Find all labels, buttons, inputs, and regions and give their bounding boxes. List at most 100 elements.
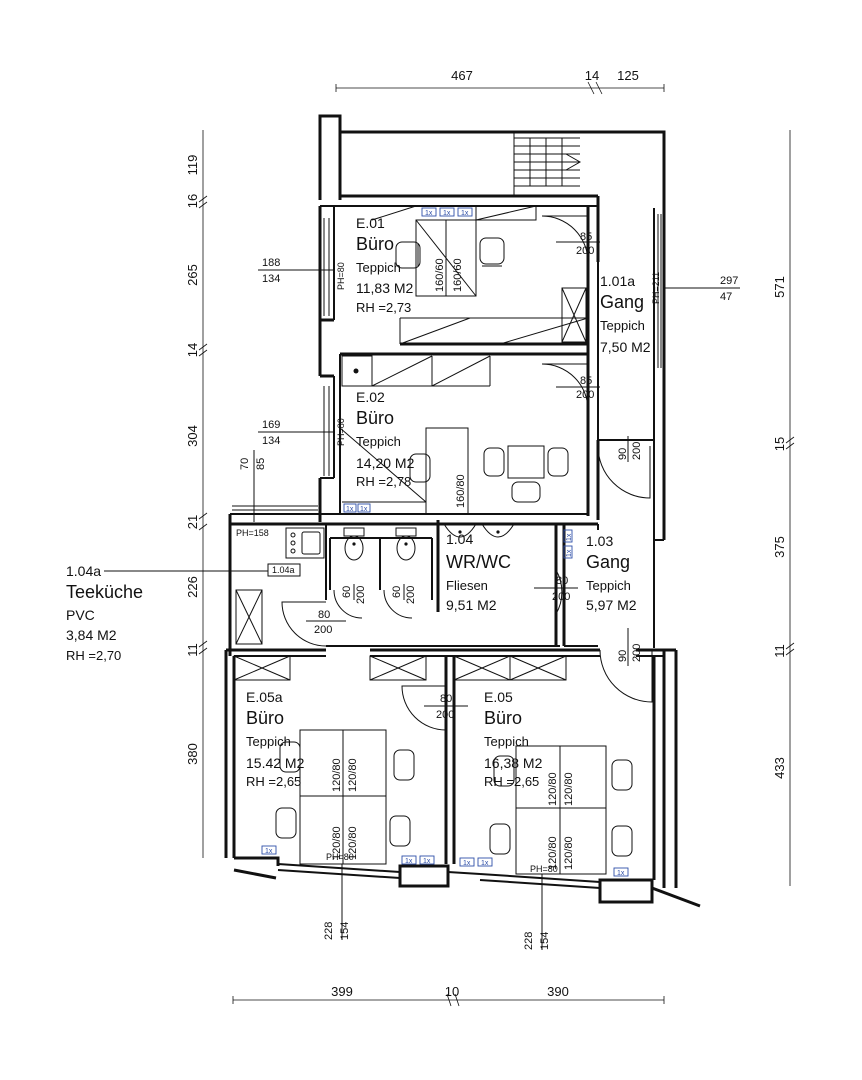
table: [507, 445, 545, 479]
windows: [232, 214, 662, 511]
room-e01: E.01 Büro Teppich 11,83 M2 RH =2,73 PH=8…: [258, 205, 589, 345]
door-width: 60: [391, 586, 403, 598]
chair-icon: [395, 241, 421, 269]
window-dim: 134: [262, 273, 280, 285]
window-height: PH=211: [651, 272, 661, 304]
window-height: PH=80: [336, 418, 346, 446]
chair-icon: [511, 481, 541, 503]
room-e05a: E.05a Büro Teppich 15.42 M2 RH =2,65 120…: [233, 655, 435, 940]
outlet-tag: 1x: [405, 858, 413, 865]
room-tag: 1.04a: [272, 565, 295, 575]
dim-label: 226: [185, 576, 200, 598]
room-name: Teeküche: [66, 582, 143, 602]
room-name: Gang: [600, 292, 644, 312]
chair-icon: [611, 759, 633, 791]
room-name: Büro: [356, 234, 394, 254]
room-height: RH =2,65: [484, 774, 539, 789]
desk-size: 120/80: [563, 772, 575, 806]
room-101a: 1.01a Gang Teppich 7,50 M2 PH=211 297 47: [600, 272, 740, 355]
dim-label: 15: [772, 437, 787, 451]
window-dim: 297: [720, 275, 738, 287]
chair-icon: [479, 237, 505, 267]
chair-icon: [483, 447, 505, 477]
room-height: RH =2,78: [356, 474, 411, 489]
dim-label: 125: [617, 68, 639, 83]
desk: [515, 745, 607, 875]
sink-icon: [285, 527, 325, 559]
room-104a: 1.04a Teeküche PVC 3,84 M2 RH =2,70 1.04…: [66, 450, 325, 663]
door-width: 80: [440, 693, 452, 705]
dim-label: 119: [185, 155, 200, 176]
outlet-tag: 1x: [566, 549, 573, 557]
door-height: 200: [631, 442, 643, 460]
desk-size: 120/80: [347, 826, 359, 860]
door-width: 80: [318, 609, 330, 621]
dim-label: 304: [185, 425, 200, 447]
cabinet: [561, 287, 587, 343]
window-dim: 169: [262, 419, 280, 431]
window-dim: 188: [262, 257, 280, 269]
dim-label: 380: [185, 743, 200, 765]
room-id: E.05: [484, 689, 513, 705]
dim-label: 21: [185, 515, 200, 529]
room-floor: Teppich: [356, 434, 401, 449]
dim-label: 433: [772, 757, 787, 779]
door-height: 200: [314, 624, 332, 636]
walls: [224, 114, 701, 908]
door-d2: 85 200: [541, 363, 600, 411]
toilet-icon: [395, 527, 417, 561]
chair-icon: [389, 815, 411, 847]
room-floor: Teppich: [246, 734, 291, 749]
door-width: 90: [617, 448, 629, 460]
desk-size: 160/60: [434, 258, 446, 292]
cabinet: [235, 589, 263, 645]
desk-size: 120/80: [331, 758, 343, 792]
door-d8: 90 200: [599, 628, 653, 703]
dim-label: 375: [772, 536, 787, 558]
window-dim: 47: [720, 291, 732, 303]
desk-size: 120/80: [331, 826, 343, 860]
desk-size: 160/80: [455, 474, 467, 508]
window-dim: 70: [239, 458, 251, 470]
dimension-bottom: 399 10 390: [232, 984, 665, 1007]
room-id: 1.04a: [66, 563, 101, 579]
dimension-left: 119 16 265 14 304 21 226 11 380: [185, 130, 208, 858]
outlet-tag: 1x: [461, 210, 469, 217]
desk-size: 120/80: [563, 836, 575, 870]
door-d1: 85 200: [541, 215, 600, 263]
chair-icon: [275, 807, 297, 839]
outlet-tag: 1x: [617, 870, 625, 877]
dim-label: 16: [185, 194, 200, 208]
room-id: 1.01a: [600, 273, 635, 289]
dimension-right: 571 15 375 11 433: [772, 130, 795, 886]
chair-icon: [493, 755, 515, 787]
chair-icon: [611, 825, 633, 857]
door-width: 90: [617, 650, 629, 662]
room-floor: PVC: [66, 607, 95, 623]
window-height: PH=80: [530, 864, 558, 874]
room-floor: Teppich: [586, 578, 631, 593]
room-area: 15.42 M2: [246, 755, 305, 771]
outlet-tag: 1x: [346, 506, 354, 513]
chair-icon: [393, 749, 415, 781]
outlet-tag: 1x: [360, 506, 368, 513]
room-area: 5,97 M2: [586, 597, 637, 613]
door-d5: 60 200: [333, 584, 367, 619]
room-area: 11,83 M2: [356, 280, 414, 296]
door-height: 200: [631, 644, 643, 662]
room-floor: Teppich: [356, 260, 401, 275]
washbasin-icon: [481, 523, 515, 538]
room-area: 7,50 M2: [600, 339, 651, 355]
room-floor: Teppich: [484, 734, 529, 749]
door-height: 200: [436, 709, 454, 721]
outlet-tag: 1x: [481, 860, 489, 867]
room-area: 16,38 M2: [484, 755, 543, 771]
chair-icon: [279, 741, 301, 773]
window-dim: 154: [339, 922, 351, 940]
chair-icon: [489, 823, 511, 855]
dim-label: 14: [585, 68, 599, 83]
outlet-tag: 1x: [443, 210, 451, 217]
dim-label: 467: [451, 68, 473, 83]
window-dim: 85: [255, 458, 267, 470]
door-height: 200: [552, 591, 570, 603]
